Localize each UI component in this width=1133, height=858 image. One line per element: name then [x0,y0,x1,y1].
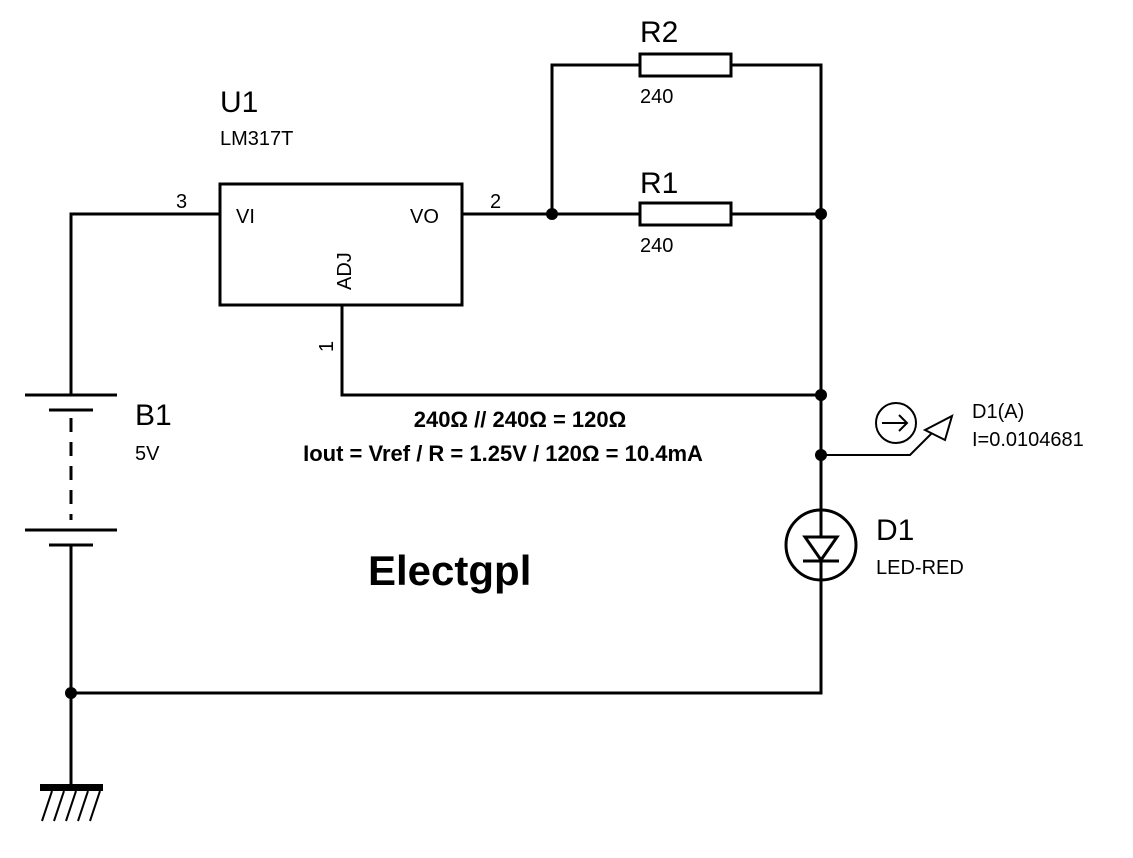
regulator-u1[interactable]: U1 LM317T VI VO ADJ 3 2 1 [176,86,501,352]
junctions [65,208,827,699]
probe-reading: I=0.0104681 [972,429,1084,451]
probe-arrow-head [898,414,909,432]
ground-icon [40,784,103,822]
probe-circle-icon [875,402,917,444]
b1-ref: B1 [135,399,172,432]
brand-text: Electgpl [368,547,531,594]
u1-pin2-number: 2 [490,191,501,213]
diode-triangle-icon [802,535,840,563]
d1-ref: D1 [876,514,914,547]
junction-dot [815,208,827,220]
u1-pin-vi-label: VI [236,206,255,228]
regulator-body[interactable] [218,182,464,307]
u1-pin-adj-label: ADJ [334,252,356,290]
probe-flag-icon [922,414,954,442]
wire-bottom-rail [71,580,823,695]
resistor-r2[interactable]: R2 240 [638,16,733,108]
u1-pin-vo-label: VO [410,206,439,228]
junction-dot [815,449,827,461]
wire-r2-left [550,63,640,214]
d1-value: LED-RED [876,557,964,579]
u1-part: LM317T [220,128,293,150]
r2-value: 240 [640,86,673,108]
u1-pin3-number: 3 [176,191,187,213]
wire-r2-right [731,63,823,214]
r2-ref: R2 [640,16,678,49]
wires [69,63,936,785]
wire-adj [340,305,821,397]
probe-name: D1(A) [972,401,1024,423]
u1-ref: U1 [220,86,258,119]
junction-dot [815,389,827,401]
note-output-current: Iout = Vref / R = 1.25V / 120Ω = 10.4mA [303,441,703,466]
r1-value: 240 [640,235,673,257]
r1-ref: R1 [640,167,678,200]
b1-value: 5V [135,443,160,465]
resistor-r2-body[interactable] [638,52,733,78]
junction-dot [546,208,558,220]
resistor-r1-body[interactable] [638,201,733,227]
led-d1[interactable]: D1 LED-RED [784,508,964,582]
battery-b1[interactable]: B1 5V [25,393,172,547]
junction-dot [65,687,77,699]
u1-pin1-number: 1 [316,341,338,352]
note-parallel-resistance: 240Ω // 240Ω = 120Ω [414,407,627,432]
resistor-r1[interactable]: R1 240 [638,167,733,257]
wire-vi [69,212,220,395]
current-probe[interactable]: D1(A) I=0.0104681 [875,401,1084,451]
wire-probe [821,429,936,456]
